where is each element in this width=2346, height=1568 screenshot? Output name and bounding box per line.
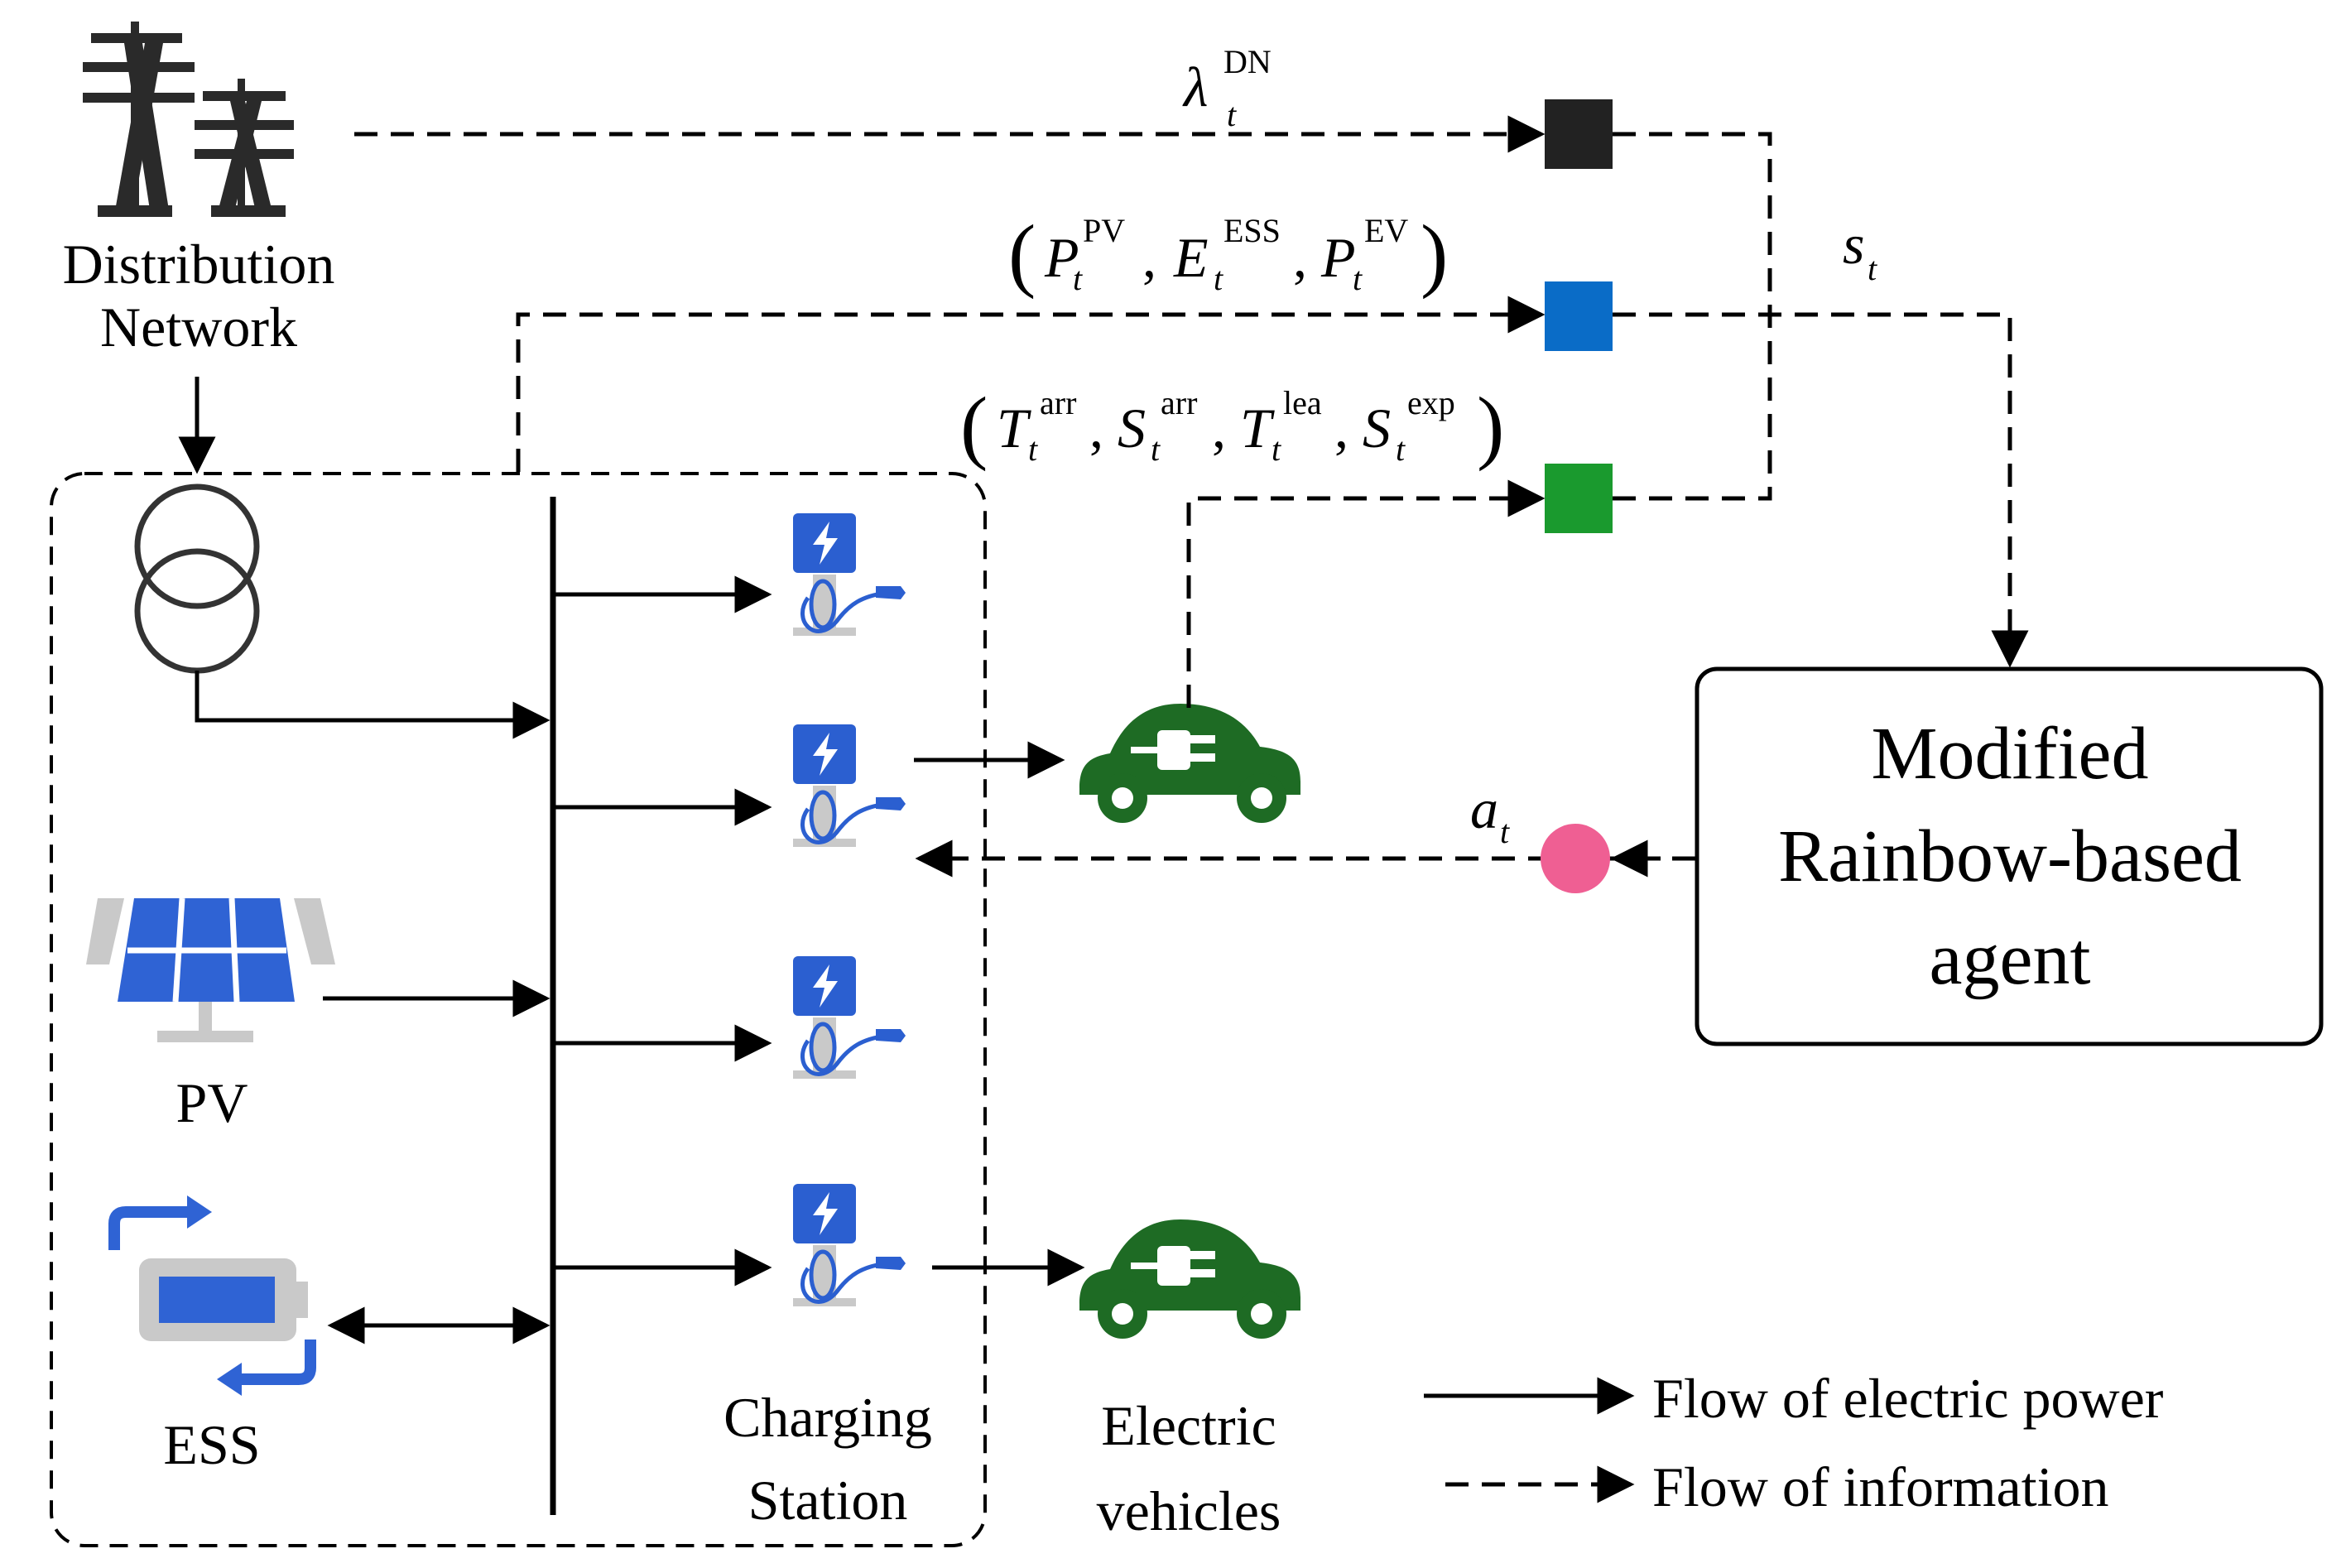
svg-text:,: ,	[1089, 397, 1103, 459]
legend-info-label: Flow of information	[1652, 1455, 2109, 1518]
electric-vehicles-label-1: Electric	[1101, 1394, 1276, 1457]
info-arrow-state	[1613, 312, 2029, 668]
agent-box	[1695, 666, 2324, 1046]
svg-text:t: t	[1214, 260, 1223, 297]
svg-text:t: t	[1028, 430, 1038, 468]
svg-text:t: t	[1868, 250, 1877, 287]
svg-text:DN: DN	[1223, 43, 1272, 80]
svg-text:(: (	[960, 380, 988, 472]
pv-label: PV	[176, 1071, 248, 1134]
ev-signal-label: ( T t arr , S t arr , T t lea , S t exp …	[960, 380, 1504, 472]
price-signal-label: λ t DN	[1182, 43, 1272, 133]
svg-text:ESS: ESS	[1223, 212, 1281, 249]
svg-text:P: P	[1044, 226, 1079, 289]
charging-station-boundary	[50, 472, 987, 1547]
ess-label: ESS	[163, 1413, 260, 1476]
svg-text:λ: λ	[1182, 55, 1208, 118]
svg-text:exp: exp	[1407, 384, 1455, 421]
charger-icon	[793, 724, 906, 847]
transmission-tower-icon	[83, 22, 294, 217]
svg-text:arr: arr	[1040, 384, 1076, 421]
svg-text:): )	[1477, 380, 1504, 472]
svg-text:(: (	[1008, 208, 1036, 300]
charger-icon	[793, 1184, 906, 1306]
svg-text:,: ,	[1334, 397, 1348, 459]
action-dot	[1541, 824, 1610, 893]
svg-text:EV: EV	[1364, 212, 1408, 249]
distribution-network-label-1: Distribution	[63, 233, 335, 296]
charger-icon	[793, 513, 906, 636]
agent-label-1: Modified	[1872, 713, 2149, 795]
svg-text:,: ,	[1142, 226, 1156, 289]
svg-text:E: E	[1173, 226, 1209, 289]
svg-text:P: P	[1320, 226, 1356, 289]
svg-text:): )	[1421, 208, 1448, 300]
svg-text:t: t	[1396, 430, 1406, 468]
agent-label-3: agent	[1930, 918, 2091, 1000]
svg-text:t: t	[1353, 260, 1363, 297]
svg-text:t: t	[1500, 813, 1510, 850]
svg-text:PV: PV	[1083, 212, 1125, 249]
legend-power-label: Flow of electric power	[1652, 1367, 2164, 1430]
info-arrow-ev	[1186, 479, 1546, 708]
svg-text:t: t	[1227, 96, 1237, 133]
ev-signal-square	[1545, 464, 1613, 533]
svg-text:T: T	[1240, 397, 1275, 459]
charging-station-label-1: Charging	[724, 1386, 932, 1449]
svg-text:a: a	[1470, 777, 1498, 840]
agent-label-2: Rainbow-based	[1778, 815, 2242, 897]
svg-text:,: ,	[1212, 397, 1226, 459]
action-label: a t	[1470, 777, 1510, 850]
electric-car-icon	[1079, 704, 1300, 823]
state-label: s t	[1843, 213, 1877, 287]
svg-text:t: t	[1073, 260, 1083, 297]
charging-station-label-2: Station	[748, 1469, 908, 1532]
battery-icon	[108, 1195, 316, 1396]
electric-vehicles-label-2: vehicles	[1097, 1479, 1281, 1542]
legend: Flow of electric power Flow of informati…	[1424, 1367, 2164, 1518]
distribution-network-label-2: Network	[100, 296, 297, 358]
svg-text:lea: lea	[1283, 384, 1322, 421]
svg-text:s: s	[1843, 213, 1864, 276]
price-signal-square	[1545, 99, 1613, 169]
svg-text:arr: arr	[1161, 384, 1197, 421]
info-arrow-energy	[516, 296, 1546, 472]
power-arrow-transformer	[195, 671, 550, 739]
svg-text:t: t	[1151, 430, 1161, 468]
energy-signal-label: ( P t PV , E t ESS , P t EV )	[1008, 208, 1448, 300]
svg-text:S: S	[1363, 397, 1391, 459]
svg-text:,: ,	[1293, 226, 1307, 289]
energy-signal-square	[1545, 281, 1613, 351]
svg-text:t: t	[1272, 430, 1281, 468]
svg-text:T: T	[997, 397, 1031, 459]
svg-text:S: S	[1118, 397, 1146, 459]
transformer-icon	[134, 483, 260, 674]
electric-car-icon	[1079, 1219, 1300, 1339]
charger-icon	[793, 956, 906, 1079]
solar-panel-icon	[86, 897, 335, 1042]
